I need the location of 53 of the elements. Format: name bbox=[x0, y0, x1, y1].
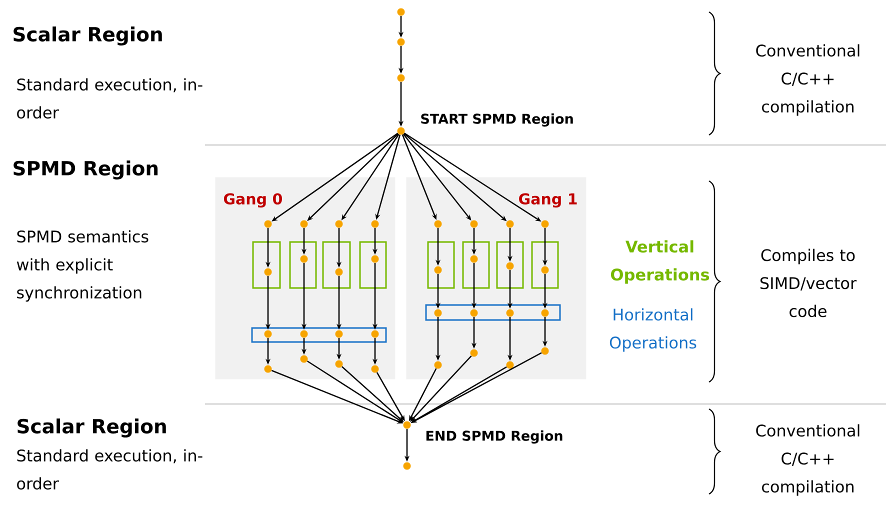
section-heading: Scalar Region bbox=[14, 26, 162, 46]
flow-dot bbox=[470, 255, 478, 263]
section-heading: SPMD Region bbox=[14, 160, 158, 180]
region-marker-label: START SPMD Region bbox=[421, 113, 573, 127]
flow-dot bbox=[371, 330, 379, 338]
flow-dot bbox=[371, 220, 379, 228]
flow-dot bbox=[397, 38, 405, 46]
flow-dot bbox=[506, 220, 514, 228]
section-heading: Scalar Region bbox=[18, 418, 166, 438]
flow-dot bbox=[397, 8, 405, 16]
flow-dot bbox=[541, 266, 549, 274]
flow-dot bbox=[541, 309, 549, 317]
flow-dot bbox=[541, 220, 549, 228]
flow-dot bbox=[264, 220, 272, 228]
flow-dot bbox=[371, 255, 379, 263]
gang-panel: Gang 0 bbox=[215, 177, 396, 380]
gang-panel: Gang 1 bbox=[406, 177, 586, 380]
flow-dot bbox=[541, 347, 549, 355]
compilation-note: Conventional C/C++ compilation bbox=[756, 44, 860, 116]
flow-dot bbox=[470, 349, 478, 357]
description-text: Standard execution, in-order bbox=[17, 78, 202, 119]
compilation-note: Conventional C/C++ compilation bbox=[756, 424, 860, 496]
flow-dot bbox=[264, 365, 272, 373]
flow-dot bbox=[434, 220, 442, 228]
flow-dot bbox=[434, 309, 442, 317]
flow-dot bbox=[300, 355, 308, 363]
compilation-note: Compiles to SIMD/vector code bbox=[760, 248, 857, 318]
flow-dot bbox=[403, 421, 411, 429]
description-text: SPMD semantics with explicit synchronization bbox=[16, 230, 148, 302]
flow-dot bbox=[397, 127, 405, 135]
operation-label: Vertical Operations bbox=[610, 240, 710, 284]
flow-dot bbox=[300, 220, 308, 228]
flow-dot bbox=[300, 255, 308, 263]
flow-dot bbox=[371, 365, 379, 373]
flow-dot bbox=[397, 74, 405, 82]
flow-dot bbox=[335, 220, 343, 228]
flow-dot bbox=[470, 220, 478, 228]
flow-dot bbox=[434, 361, 442, 369]
flow-dot bbox=[300, 330, 308, 338]
flow-dot bbox=[335, 330, 343, 338]
flow-dot bbox=[335, 268, 343, 276]
flow-dot bbox=[434, 266, 442, 274]
region-marker-label: END SPMD Region bbox=[426, 430, 562, 444]
flow-dot bbox=[264, 268, 272, 276]
flow-dot bbox=[335, 360, 343, 368]
operation-label: Horizontal Operations bbox=[610, 308, 696, 352]
flow-dot bbox=[506, 309, 514, 317]
flow-dot bbox=[506, 262, 514, 270]
flow-dot bbox=[470, 309, 478, 317]
flow-dot bbox=[506, 361, 514, 369]
description-text: Standard execution, in-order bbox=[17, 449, 202, 490]
flow-dot bbox=[264, 330, 272, 338]
flow-dot bbox=[403, 462, 411, 470]
